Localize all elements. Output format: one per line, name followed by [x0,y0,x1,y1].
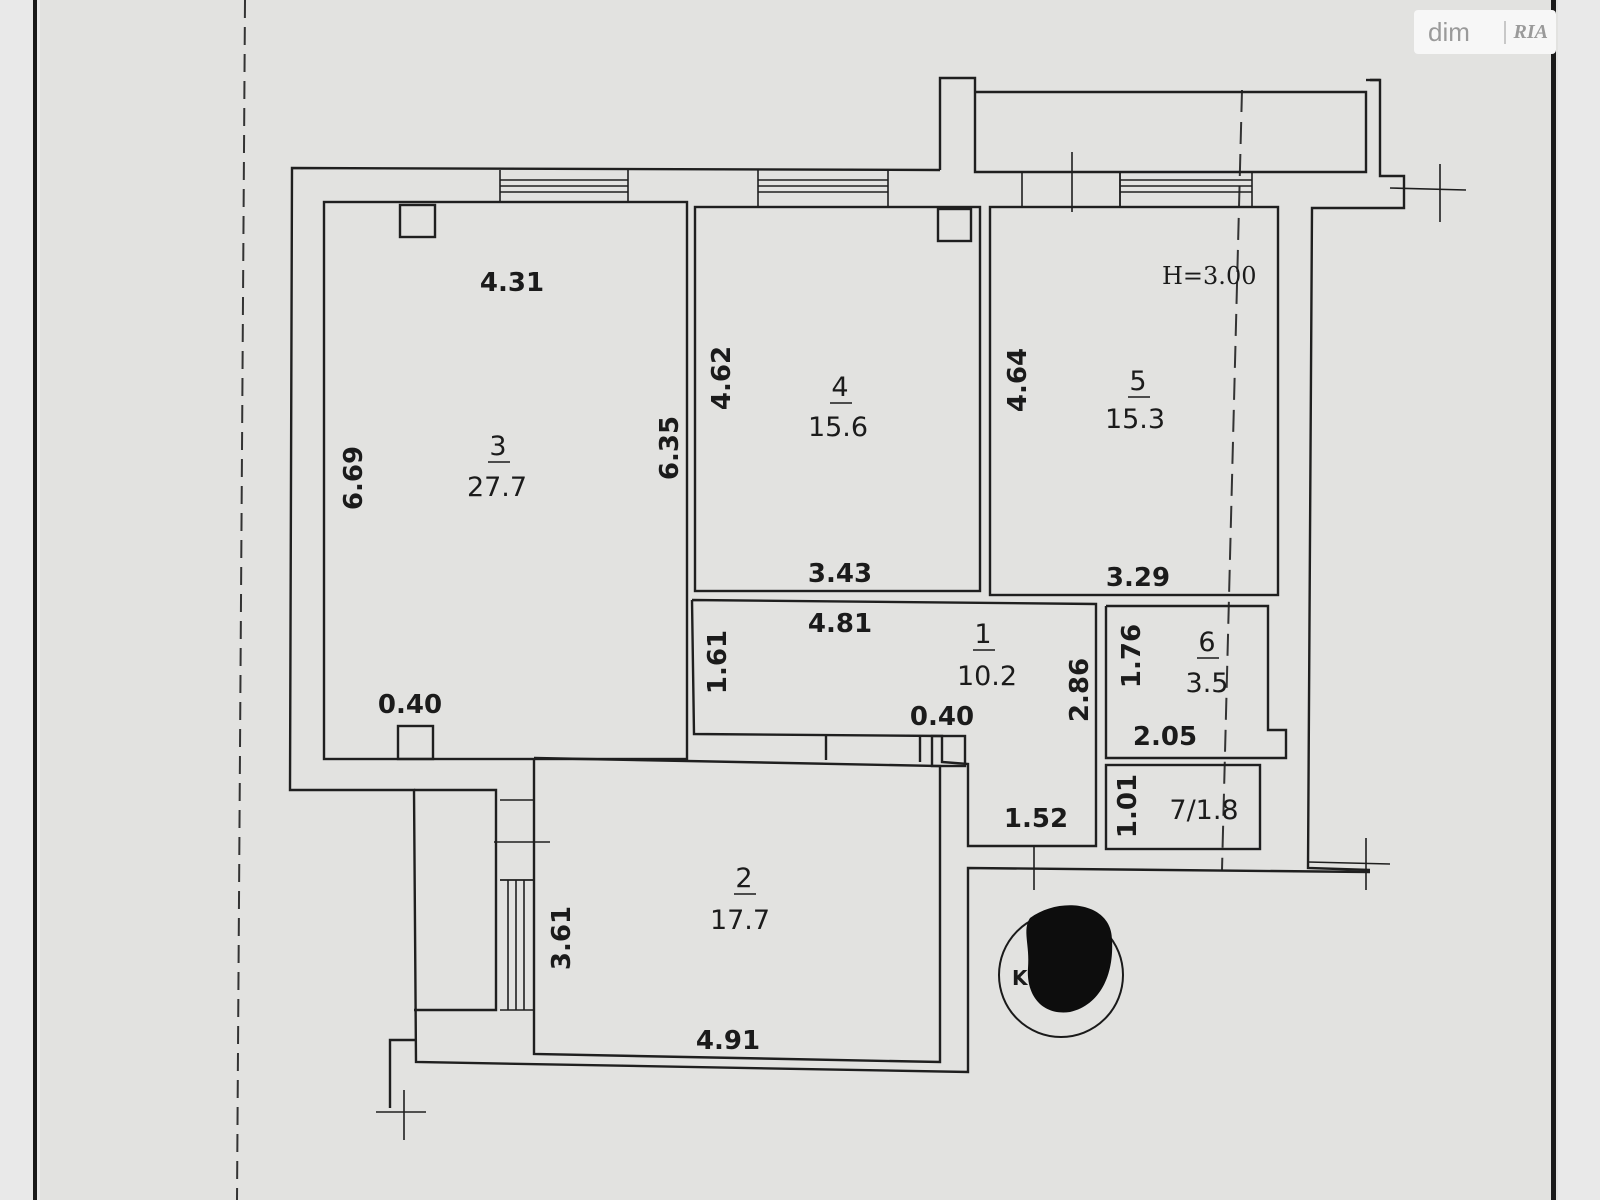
room-2-number: 2 [735,863,752,894]
stamp: K [998,905,1124,1038]
ceiling-height-note: H=3.00 [1162,262,1256,290]
balcony-west [414,788,498,1012]
column [930,734,967,768]
window [1119,172,1253,207]
dim-room2-left: 3.61 [547,906,577,970]
balcony-west-stub [388,1038,416,1108]
room-2-outline [532,756,942,1064]
room-1-number: 1 [974,619,991,650]
horizontal-dimensions: 4.31 0.40 3.43 3.29 4.81 0.40 1.52 2.05 … [378,268,1197,1056]
paper-frame-left [33,0,37,1200]
room-7-outline [1104,763,1262,851]
dim-hall-left: 1.61 [703,630,733,694]
room-4-outline [693,205,982,593]
redaction-blot [1026,905,1113,1013]
dim-hall-top: 4.81 [808,609,872,639]
room-3-number: 3 [489,431,506,462]
column [396,724,435,761]
room-3-area: 27.7 [467,472,527,503]
dim-hall-pier: 0.40 [910,702,974,732]
column [936,207,973,243]
windows [499,170,1253,1011]
room-5-number: 5 [1129,366,1146,397]
window [500,879,534,1011]
outer-wall-east [1306,78,1406,872]
room-4-area: 15.6 [808,412,868,443]
outer-wall [288,166,1371,1074]
watermark-logo: RIA [1503,20,1548,44]
dim-room2-bottom: 4.91 [696,1026,760,1056]
room-7-label: 7/1.8 [1169,795,1238,826]
balcony-north [938,76,1368,174]
room-4-number: 4 [831,372,848,403]
dim-room5-bottom: 3.29 [1106,563,1170,593]
watermark: dim RIA [1414,10,1556,54]
balcony-door [1021,172,1121,207]
watermark-text: dim [1428,16,1470,47]
dim-room4-bottom: 3.43 [808,559,872,589]
window [499,170,629,202]
room-1-outline [690,598,1098,848]
column [398,203,437,239]
paper-frame-right [1551,0,1556,1200]
axis-ticks [376,152,1467,1140]
room-5-outline [988,205,1280,597]
scan-guide-line [1221,89,1243,871]
dim-room3-top: 4.31 [480,268,544,298]
dim-hall-bottom: 1.52 [1004,804,1068,834]
room-2-area: 17.7 [710,905,770,936]
dim-room6-left: 1.76 [1117,624,1147,688]
dim-room4-left: 4.62 [707,346,737,410]
room-6-number: 6 [1198,627,1215,658]
room-3-outline [322,200,689,761]
room-6-area: 3.5 [1186,668,1229,699]
stamp-label: K [1012,966,1029,990]
room-1-area: 10.2 [957,661,1017,692]
room-6-outline [1104,604,1288,760]
walls [288,76,1406,1108]
dim-hall-right: 2.86 [1065,658,1095,722]
window [757,170,889,207]
room-5-area: 15.3 [1105,404,1165,435]
dim-room3-right: 6.35 [655,416,685,480]
dim-room3-left: 6.69 [339,446,369,510]
room-labels: 3 27.7 4 15.6 5 15.3 1 10.2 6 3.5 7/1.8 … [467,366,1239,936]
balcony-door [500,799,534,881]
vertical-dimensions: 6.69 6.35 4.62 4.64 1.61 2.86 1.76 1.01 … [339,346,1147,970]
dim-room6-bottom: 2.05 [1133,722,1197,752]
dim-room5-left: 4.64 [1003,348,1033,412]
dim-room7-left: 1.01 [1113,774,1143,838]
dim-room3-pier: 0.40 [378,690,442,720]
scan-guide-line [236,0,246,1200]
